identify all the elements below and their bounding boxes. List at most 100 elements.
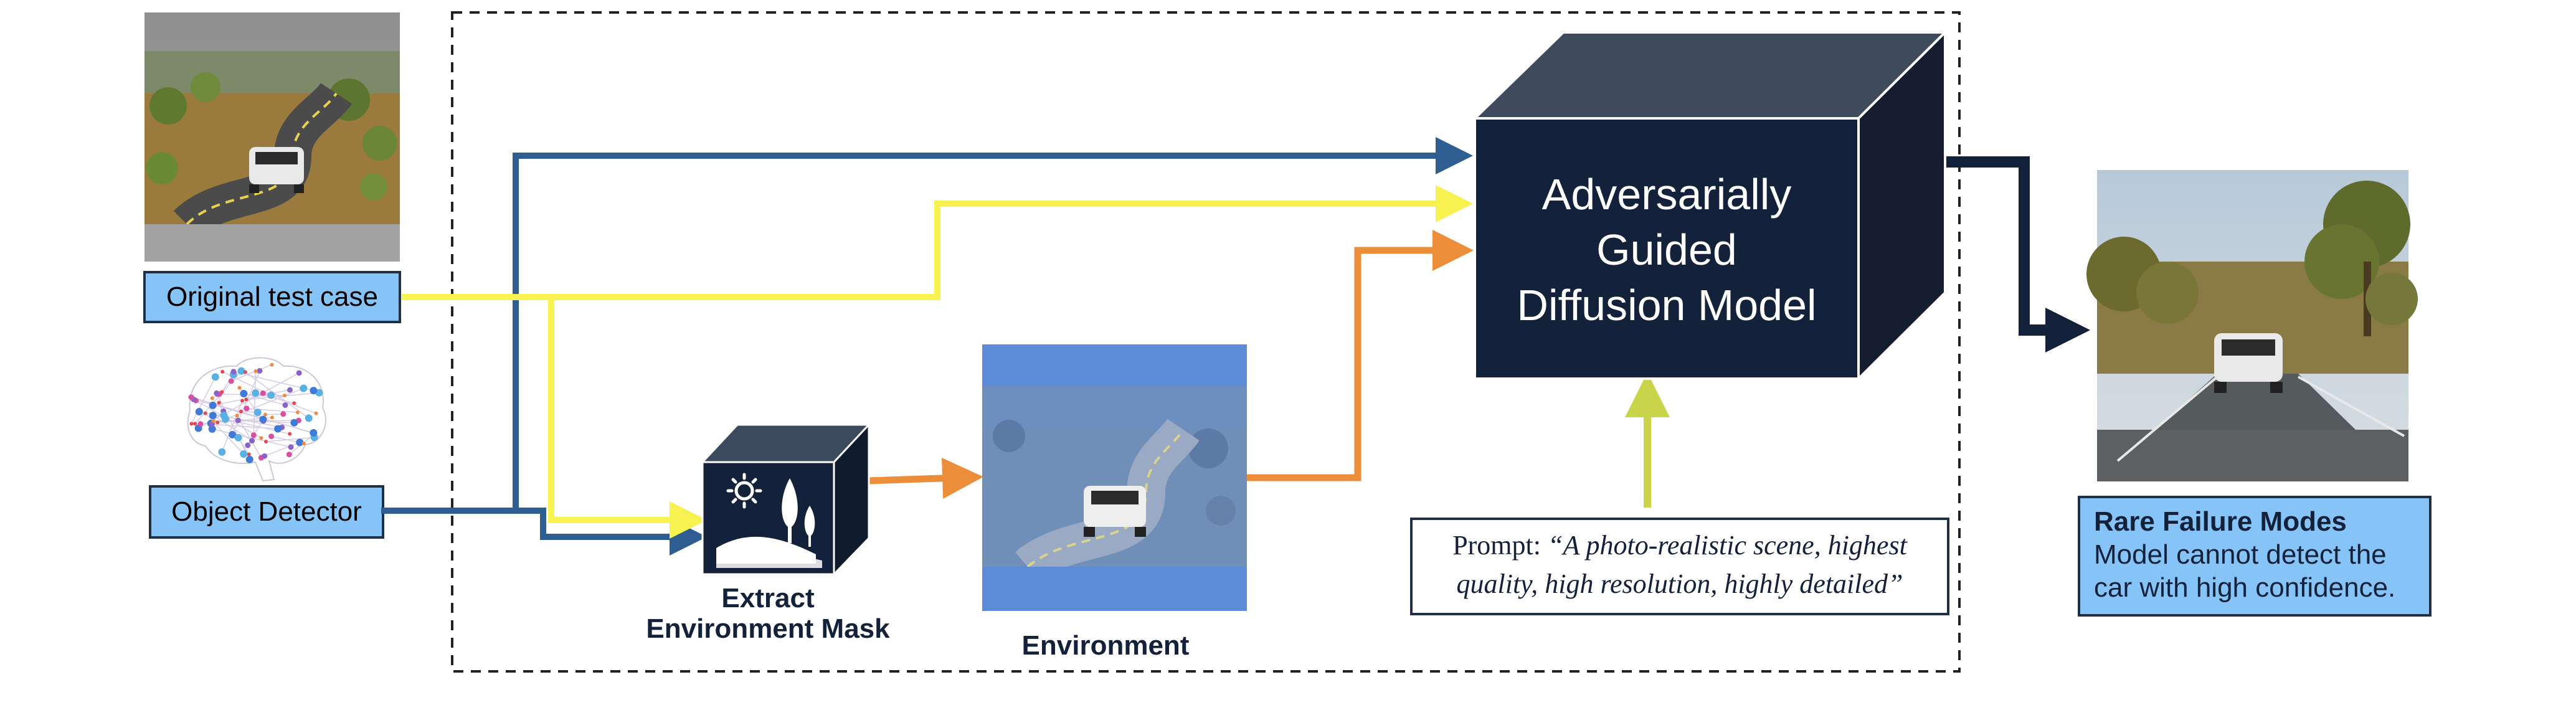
original-test-case-label: Original test case bbox=[166, 282, 378, 312]
environment-to-model-arrow bbox=[1247, 230, 1474, 481]
brain-link bbox=[253, 371, 257, 435]
brain-node bbox=[188, 394, 194, 400]
brain-node bbox=[237, 386, 242, 390]
brain-node bbox=[301, 442, 306, 446]
brain-node bbox=[296, 438, 304, 447]
brain-node bbox=[244, 397, 249, 402]
prompt-text-line2: quality, high resolution, highly detaile… bbox=[1457, 569, 1903, 599]
extract-environment-mask-cube bbox=[700, 422, 871, 577]
brain-link bbox=[212, 389, 290, 406]
environment-label: Environment bbox=[1022, 630, 1190, 661]
brain-node bbox=[239, 409, 243, 414]
brain-node bbox=[259, 415, 267, 423]
brain-node bbox=[193, 422, 197, 426]
brain-node bbox=[209, 412, 217, 420]
environment-image bbox=[982, 344, 1247, 611]
brain-link bbox=[265, 437, 315, 442]
extract-title-line1: Extract bbox=[721, 583, 815, 613]
brain-node bbox=[253, 369, 258, 373]
brain-node bbox=[315, 389, 323, 397]
testcase-to-model-arrow bbox=[402, 185, 1473, 300]
brain-link bbox=[212, 415, 252, 442]
brain-node bbox=[235, 417, 241, 423]
brain-node bbox=[288, 432, 292, 436]
model-title-line2: Guided bbox=[1596, 225, 1737, 274]
brain-node bbox=[253, 409, 262, 417]
brain-link bbox=[221, 400, 243, 452]
brain-node bbox=[208, 425, 216, 433]
brain-node bbox=[267, 391, 275, 399]
brain-link bbox=[244, 393, 286, 406]
brain-node bbox=[295, 410, 300, 415]
brain-node bbox=[274, 425, 282, 433]
brain-node bbox=[300, 384, 308, 392]
brain-node bbox=[245, 455, 253, 463]
brain-node bbox=[310, 387, 318, 395]
brain-node bbox=[310, 428, 318, 437]
brain-node bbox=[268, 433, 275, 440]
diffusion-model-cube bbox=[1472, 29, 1948, 382]
brain-link bbox=[245, 371, 310, 419]
output-image bbox=[2086, 170, 2418, 481]
model-title-line3: Diffusion Model bbox=[1517, 281, 1816, 329]
brain-node bbox=[234, 433, 242, 442]
brain-node bbox=[197, 421, 204, 427]
system-boundary bbox=[451, 11, 1961, 673]
brain-node bbox=[220, 412, 228, 420]
detector-to-extract-arrow bbox=[516, 508, 707, 556]
brain-node bbox=[263, 439, 268, 443]
prompt-box bbox=[1410, 518, 1949, 615]
rare-failure-modes-title: Rare Failure Modes bbox=[2094, 506, 2347, 537]
brain-node bbox=[230, 369, 237, 375]
brain-node bbox=[214, 390, 220, 396]
brain-node bbox=[235, 414, 239, 418]
brain-node bbox=[209, 401, 217, 409]
brain-node bbox=[249, 438, 255, 444]
brain-node bbox=[220, 369, 225, 374]
original-test-case-image bbox=[144, 12, 400, 262]
brain-link bbox=[230, 364, 272, 382]
brain-node bbox=[240, 399, 245, 403]
model-title-line1: Adversarially bbox=[1542, 170, 1792, 219]
object-detector-label: Object Detector bbox=[171, 496, 362, 527]
rare-failure-modes-line2: car with high confidence. bbox=[2094, 572, 2395, 603]
brain-node bbox=[211, 373, 219, 381]
prompt-line1: Prompt: “A photo-realistic scene, highes… bbox=[1452, 530, 1908, 561]
prompt-text-line1: “A photo-realistic scene, highest bbox=[1548, 530, 1908, 561]
brain-link bbox=[265, 414, 283, 415]
brain-node bbox=[252, 389, 260, 397]
brain-node bbox=[257, 367, 263, 374]
brain-node bbox=[240, 389, 248, 397]
rare-failure-modes-line1: Model cannot detect the bbox=[2094, 539, 2387, 570]
brain-node bbox=[263, 412, 267, 417]
brain-node bbox=[247, 452, 251, 457]
brain-node bbox=[270, 362, 274, 367]
brain-node bbox=[305, 414, 313, 422]
brain-node bbox=[203, 411, 207, 415]
brain-node bbox=[215, 420, 220, 425]
brain-node bbox=[290, 419, 298, 427]
brain-node bbox=[243, 370, 247, 374]
brain-node bbox=[286, 387, 293, 393]
sun-icon bbox=[726, 473, 762, 509]
brain-node bbox=[280, 411, 286, 417]
brain-node bbox=[244, 405, 250, 412]
brain-node bbox=[260, 390, 266, 396]
prompt-prefix: Prompt: bbox=[1452, 530, 1548, 561]
brain-link bbox=[217, 387, 304, 423]
brain-node bbox=[189, 422, 194, 426]
extract-title-line2: Environment Mask bbox=[646, 613, 890, 644]
brain-node bbox=[237, 367, 245, 375]
brain-network-icon bbox=[187, 357, 326, 482]
brain-node bbox=[218, 448, 226, 456]
brain-node bbox=[210, 396, 214, 400]
testcase-to-extract-arrow bbox=[548, 297, 707, 539]
brain-node bbox=[250, 432, 257, 438]
brain-node bbox=[292, 401, 296, 405]
rare-failure-modes-box bbox=[2078, 496, 2432, 617]
brain-node bbox=[240, 450, 248, 458]
brain-link bbox=[212, 423, 278, 430]
model-to-output-arrow bbox=[1945, 156, 2090, 352]
tree-icon bbox=[782, 478, 815, 547]
